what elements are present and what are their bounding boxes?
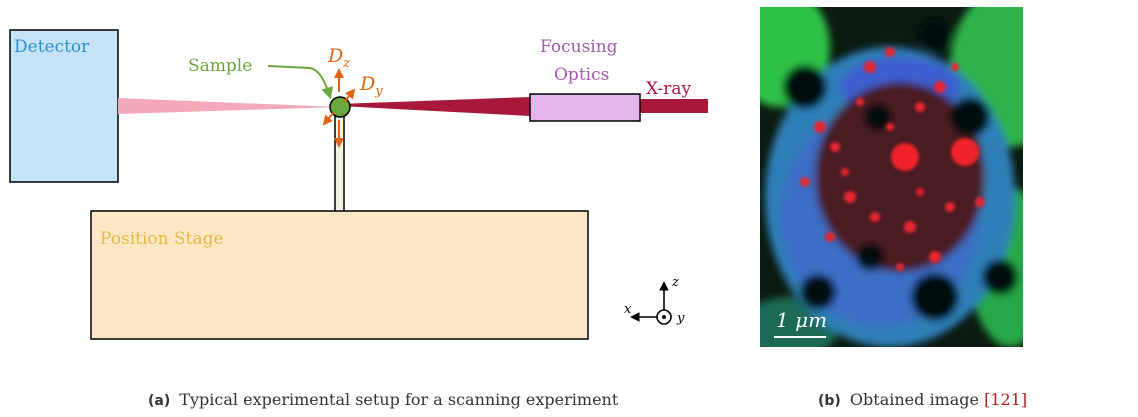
caption-a-label: (a) [148,393,171,409]
xray-source-beam [640,99,708,113]
sample-label: Sample [188,56,252,76]
axis-y-label: y [676,311,685,326]
caption-b-ref[interactable]: [121] [984,390,1028,409]
axis-x-label: x [624,302,632,317]
scale-bar-label: 1 μm [776,308,827,332]
dy-arrow [343,88,356,103]
position-stage [90,210,589,340]
caption-b-text: Obtained image [849,390,980,409]
stage-label: Position Stage [100,229,224,249]
caption-b-label: (b) [818,393,841,409]
setup-diagram: Detector Focusing Optics X-ray Position … [9,29,708,340]
dy-label: Dy [359,73,383,99]
optics-label-line2: Optics [554,65,609,85]
axis-y-dot [662,315,666,319]
sample-pointer-arrow [267,65,334,100]
dy-arrow-back [322,111,335,126]
caption-b: (b) Obtained image [121] [818,390,1027,409]
xray-beam [339,97,530,116]
focusing-optics-box [529,93,641,122]
caption-a: (a) Typical experimental setup for a sca… [148,390,618,409]
detector-label: Detector [14,37,90,57]
scale-bar [774,336,826,338]
caption-a-text: Typical experimental setup for a scannin… [179,390,619,409]
optics-label-line1: Focusing [540,37,618,57]
microscopy-image: 1 μm [760,7,1023,347]
detector-box [9,29,119,183]
dz-label: Dz [327,45,350,71]
scattered-beam [118,98,339,114]
xray-label: X-ray [646,79,692,99]
axis-z-label: z [671,275,679,290]
